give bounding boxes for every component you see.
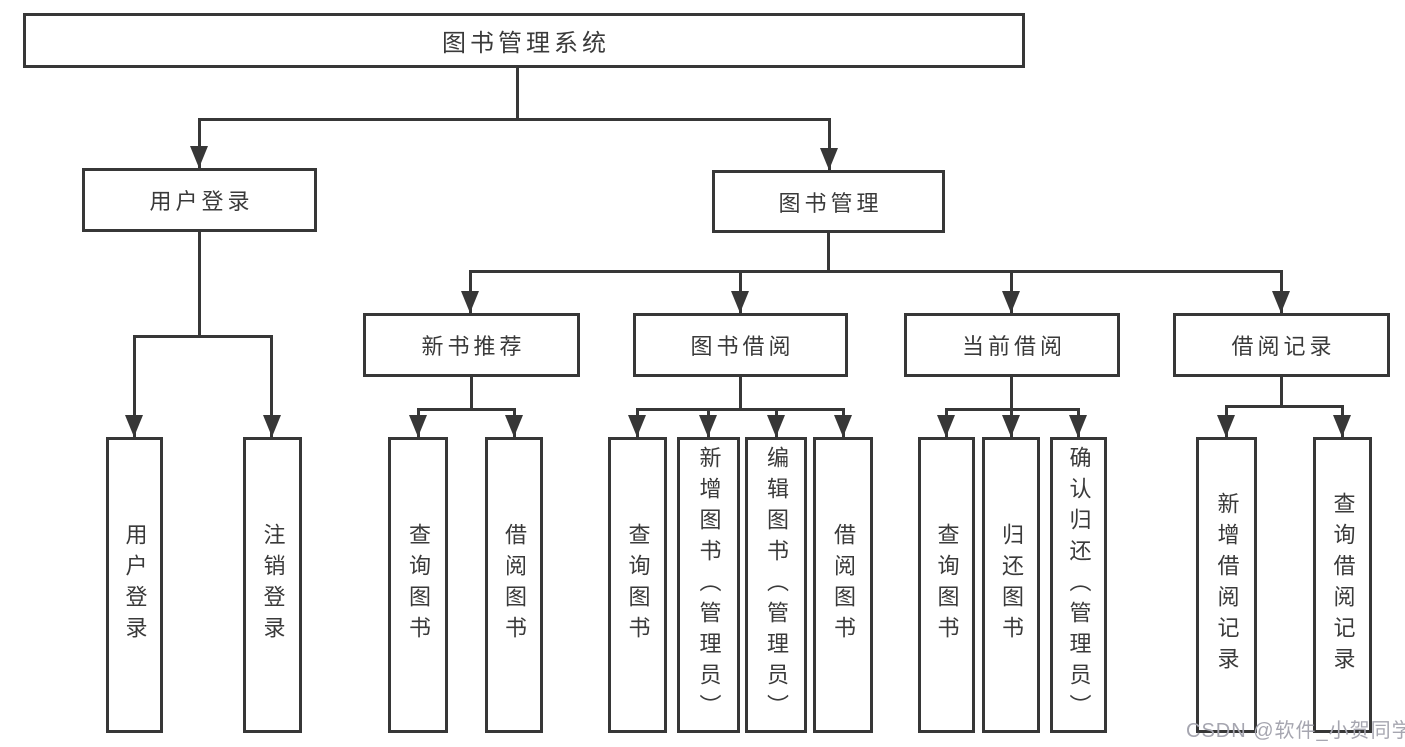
connector-stem <box>516 68 519 121</box>
arrowhead-icon <box>1002 291 1020 313</box>
connector-drop <box>828 118 831 170</box>
arrowhead-icon <box>409 415 427 437</box>
connector-stem <box>1010 377 1013 411</box>
leaf-add-borrow-record: 新增借阅记录 <box>1196 437 1257 733</box>
node-user-login: 用户登录 <box>82 168 317 232</box>
connector-stem <box>470 377 473 411</box>
connector-bus <box>417 408 516 411</box>
node-book-borrowing: 图书借阅 <box>633 313 848 377</box>
leaf-borrow-books: 借阅图书 <box>813 437 873 733</box>
leaf-edit-books-admin: 编辑图书（管理员） <box>745 437 807 733</box>
arrowhead-icon <box>1333 415 1351 437</box>
connector-stem <box>827 233 830 273</box>
connector-bus <box>1225 405 1344 408</box>
arrowhead-icon <box>834 415 852 437</box>
arrowhead-icon <box>1272 291 1290 313</box>
connector-drop <box>133 335 136 437</box>
connector-stem <box>198 232 201 338</box>
leaf-query-borrow-record: 查询借阅记录 <box>1313 437 1372 733</box>
connector-drop <box>270 335 273 437</box>
arrowhead-icon <box>1217 415 1235 437</box>
leaf-confirm-return-admin: 确认归还（管理员） <box>1050 437 1107 733</box>
arrowhead-icon <box>125 415 143 437</box>
connector-bus <box>636 408 844 411</box>
arrowhead-icon <box>937 415 955 437</box>
connector-bus <box>469 270 1282 273</box>
arrowhead-icon <box>699 415 717 437</box>
node-library-system: 图书管理系统 <box>23 13 1025 68</box>
leaf-add-books-admin: 新增图书（管理员） <box>677 437 740 733</box>
leaf-query-books-current: 查询图书 <box>918 437 975 733</box>
node-new-book-recommend: 新书推荐 <box>363 313 580 377</box>
connector-bus <box>198 118 831 121</box>
connector-bus <box>133 335 273 338</box>
node-book-management: 图书管理 <box>712 170 945 233</box>
connector-stem <box>1280 377 1283 408</box>
connector-drop <box>198 118 201 168</box>
leaf-borrow-books-recommend: 借阅图书 <box>485 437 543 733</box>
arrowhead-icon <box>820 148 838 170</box>
arrowhead-icon <box>628 415 646 437</box>
arrowhead-icon <box>190 146 208 168</box>
arrowhead-icon <box>1002 415 1020 437</box>
arrowhead-icon <box>461 291 479 313</box>
arrowhead-icon <box>1069 415 1087 437</box>
node-current-borrowing: 当前借阅 <box>904 313 1120 377</box>
arrowhead-icon <box>731 291 749 313</box>
node-borrow-records: 借阅记录 <box>1173 313 1390 377</box>
arrowhead-icon <box>505 415 523 437</box>
leaf-user-login: 用户登录 <box>106 437 163 733</box>
leaf-query-books-borrowing: 查询图书 <box>608 437 667 733</box>
connector-stem <box>739 377 742 411</box>
arrowhead-icon <box>263 415 281 437</box>
csdn-watermark: CSDN @软件_小贺同学 <box>1186 720 1405 742</box>
leaf-return-books: 归还图书 <box>982 437 1040 733</box>
arrowhead-icon <box>767 415 785 437</box>
leaf-logout: 注销登录 <box>243 437 302 733</box>
leaf-query-books-recommend: 查询图书 <box>388 437 448 733</box>
